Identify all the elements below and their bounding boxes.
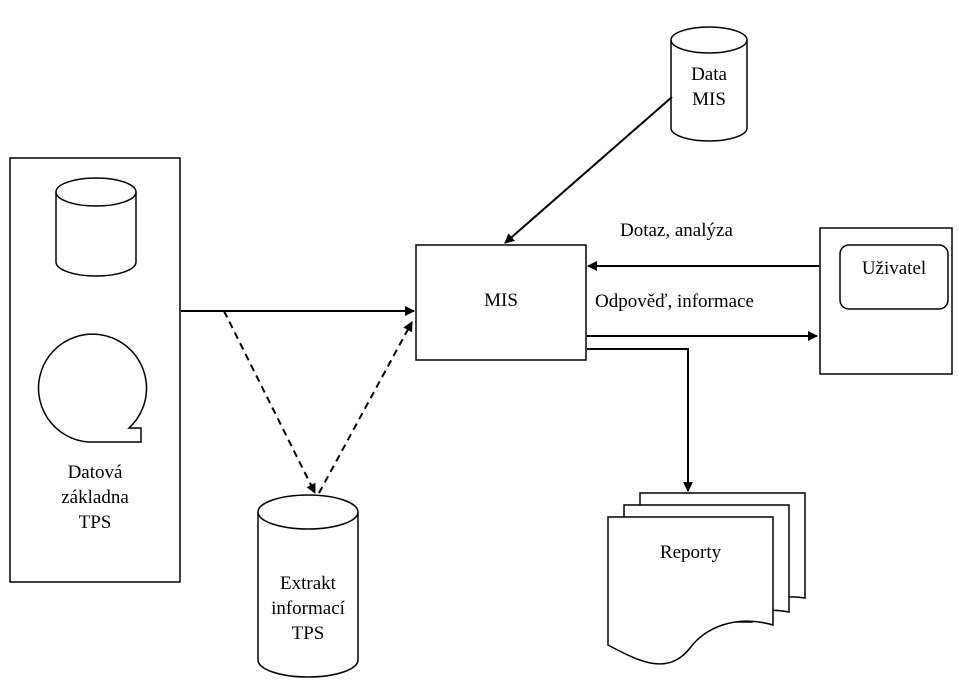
extract-label-line-2: informací bbox=[271, 598, 345, 619]
extract-label-line-1: Extrakt bbox=[280, 573, 336, 594]
data-mis-label: Data MIS bbox=[671, 62, 747, 112]
extract-label: Extrakt informací TPS bbox=[258, 571, 358, 646]
data-mis-label-line-1: Data bbox=[691, 64, 727, 85]
tps-database-label-line-1: Datová bbox=[67, 462, 123, 483]
data-mis-label-line-2: MIS bbox=[692, 89, 726, 110]
extract-label-line-3: TPS bbox=[291, 623, 325, 644]
data-mis-to-mis-arrow bbox=[504, 96, 673, 244]
response-label: Odpověď, informace bbox=[595, 291, 754, 312]
reports-label: Reporty bbox=[659, 542, 722, 563]
tps-to-extract-dashed-arrow bbox=[223, 310, 316, 494]
tps-database-label-line-3: TPS bbox=[78, 512, 112, 533]
mis-label: MIS bbox=[484, 290, 518, 311]
mis-box bbox=[415, 244, 587, 361]
user-box bbox=[839, 244, 949, 310]
extract-to-mis-dashed-arrow bbox=[318, 321, 413, 494]
extract-cylinder bbox=[257, 494, 359, 678]
query-label: Dotaz, analýza bbox=[620, 220, 733, 241]
mis-to-reports-arrow bbox=[587, 348, 693, 492]
reports-document-stack bbox=[607, 492, 806, 665]
user-label: Uživatel bbox=[861, 258, 927, 279]
tape-storage-icon bbox=[37, 333, 148, 443]
tps-database-label-line-2: základna bbox=[61, 487, 129, 508]
data-mis-cylinder bbox=[670, 26, 748, 142]
tps-database-label: Datová základna TPS bbox=[10, 460, 180, 535]
tps-database-cylinder-icon bbox=[55, 177, 137, 277]
